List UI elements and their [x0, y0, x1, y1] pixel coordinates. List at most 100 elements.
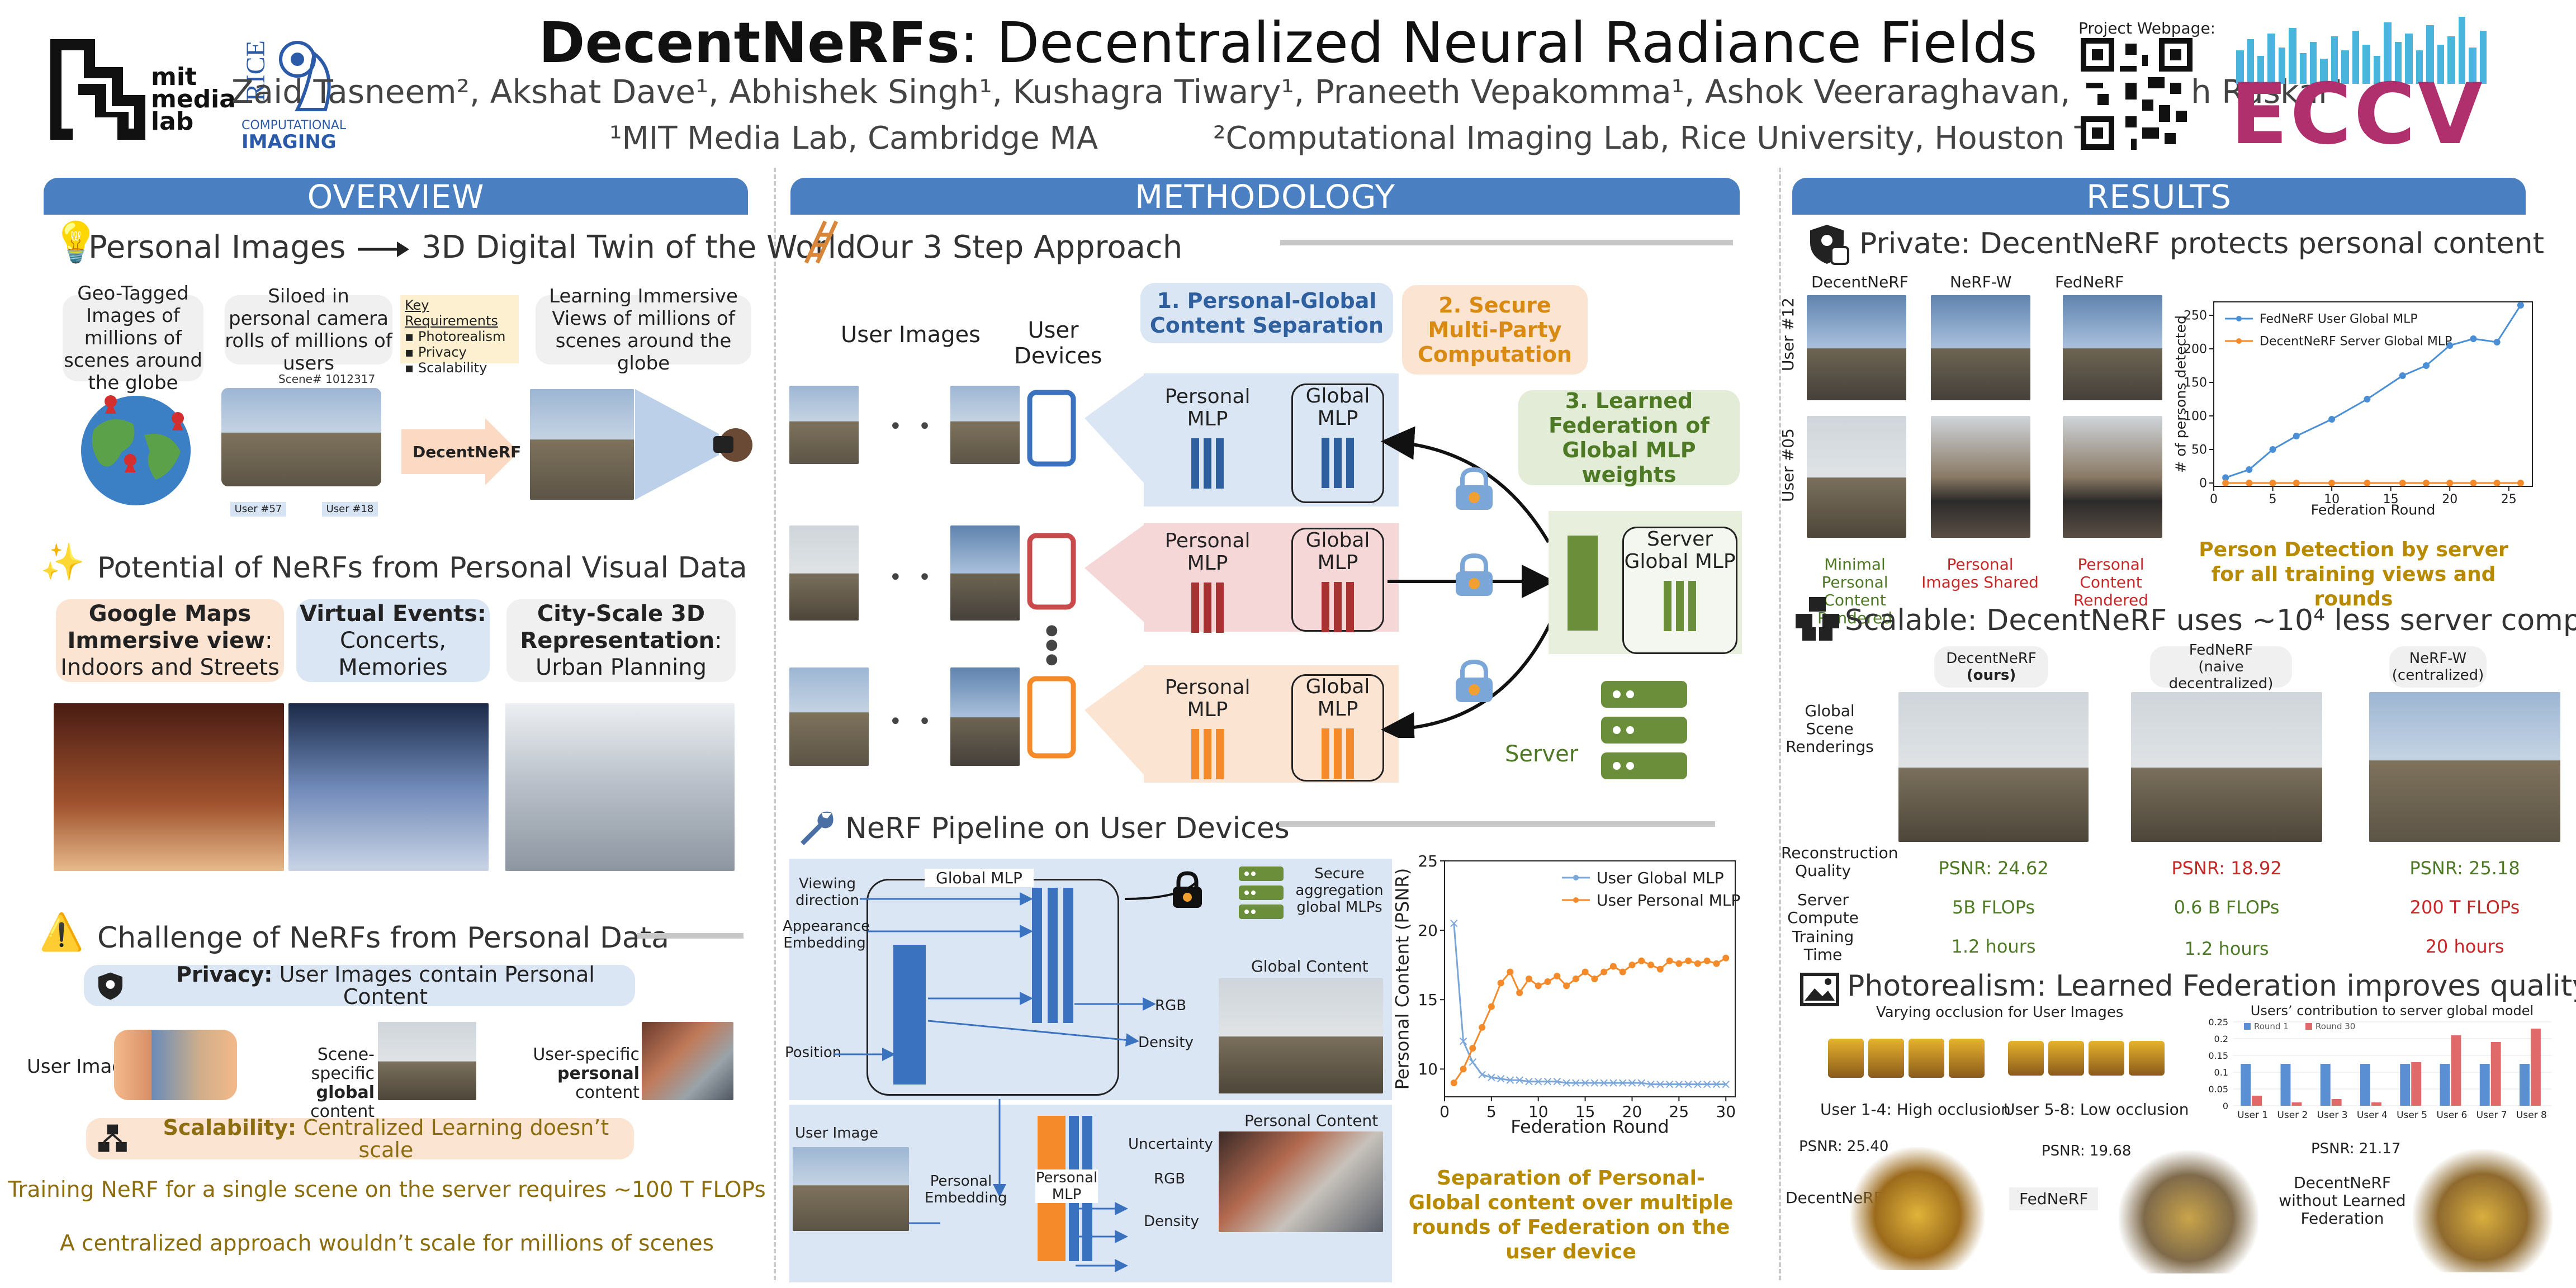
phone-icon [1027, 676, 1076, 759]
decentnerf-arrow-label: DecentNeRF [413, 443, 522, 461]
eccv-logo-text: ECCV [2231, 66, 2485, 163]
chart-contribution-svg: Users’ contribution to server global mod… [2208, 1003, 2551, 1121]
user-image-phone [114, 1030, 237, 1100]
high-occlusion-label: User 1-4: High occlusion [1820, 1100, 2011, 1119]
bar [2490, 1042, 2501, 1106]
plot-frame [2213, 301, 2533, 487]
step-2-label: 2. Secure Multi-Party Computation [1402, 285, 1588, 375]
y-tick-label: 10 [1418, 1060, 1438, 1078]
column-divider [774, 168, 776, 1280]
col-fednerf: FedNeRF [2055, 273, 2124, 291]
data-point [2493, 480, 2501, 486]
y-axis-label: # of persons detected [2172, 315, 2189, 473]
personal-mlp-red: Personal MLP [1157, 530, 1258, 633]
bar [2451, 1035, 2461, 1106]
global-content-render [1219, 978, 1383, 1093]
render-nerfw [2369, 692, 2560, 842]
bar [2331, 1099, 2342, 1106]
privacy-box: Privacy: User Images contain Personal Co… [84, 963, 635, 1008]
y-tick-label: 200 [2184, 343, 2207, 357]
data-point [1656, 1080, 1664, 1088]
data-point [1628, 962, 1636, 969]
x-axis-label: Federation Round [1510, 1116, 1669, 1137]
data-point [1638, 957, 1645, 964]
data-point [1488, 1073, 1495, 1081]
series-line-1 [2225, 305, 2522, 479]
y-tick-label: 0 [2199, 477, 2207, 491]
x-tick-label: 5 [2269, 493, 2277, 506]
high-occlusion-thumbs [1828, 1027, 1985, 1089]
data-point [1685, 957, 1692, 964]
rice-logo: RICE COMPUTATIONAL IMAGING [240, 35, 358, 153]
user-image-row3-a [789, 667, 869, 766]
scalability-note-1: Training NeRF for a single scene on the … [8, 1177, 766, 1202]
data-point [1553, 1077, 1561, 1086]
data-point [1684, 1080, 1692, 1088]
y-tick-label: 20 [1418, 921, 1438, 940]
bar [2241, 1064, 2251, 1106]
decentnerf-arrow-icon [401, 418, 519, 485]
cubes-icon [1796, 597, 1839, 641]
phone-icon [1027, 390, 1076, 467]
x-tick-label: 20 [1622, 1102, 1642, 1121]
rgb-2-label: RGB [1154, 1171, 1186, 1187]
data-point [2446, 480, 2454, 486]
server-global-mlp: Server Global MLP [1622, 527, 1737, 654]
ellipsis: • • • [889, 565, 965, 590]
warning-icon: ⚠️ [39, 912, 84, 953]
data-point [1497, 979, 1504, 987]
legend-label: Round 1 [2254, 1021, 2289, 1031]
legend-marker [1573, 897, 1579, 903]
global-layer-bar [1032, 888, 1042, 1023]
chart-user-contribution: Users’ contribution to server global mod… [2194, 1003, 2557, 1131]
data-point [2470, 335, 2477, 342]
section-header-overview: OVERVIEW [44, 178, 748, 216]
private-heading: Private: DecentNeRF protects personal co… [1859, 227, 2544, 261]
user-57-tag: User #57 [230, 502, 286, 517]
bar [2280, 1064, 2291, 1106]
result-fednerf-user05 [2063, 416, 2162, 538]
affiliation-2: ²Computational Imaging Lab, Rice Univers… [1213, 120, 2115, 157]
caption-shared: Personal Images Shared [1921, 555, 2039, 591]
globe-icon [81, 395, 191, 505]
x-tick-label: User 1 [2237, 1110, 2268, 1121]
user-images-label: User Images [841, 322, 981, 348]
data-point [1712, 1080, 1721, 1088]
qr-code-icon[interactable] [2081, 38, 2193, 150]
data-point [2222, 480, 2229, 486]
x-tick-label: User 3 [2317, 1110, 2348, 1121]
data-point [1619, 1079, 1627, 1087]
data-point [1506, 1076, 1514, 1084]
data-point [1525, 1077, 1533, 1086]
data-point [2246, 466, 2253, 473]
label-c: DecentNeRF without Learned Federation [2279, 1173, 2406, 1228]
bar [2320, 1064, 2331, 1106]
data-point [1581, 1079, 1589, 1087]
speech-wedge [1085, 665, 1146, 777]
data-point [2293, 433, 2300, 439]
data-point [1469, 1045, 1476, 1052]
x-tick-label: User 8 [2516, 1110, 2547, 1121]
result-nerfw-user12 [1931, 295, 2030, 400]
bar [2520, 1064, 2530, 1106]
data-point [1488, 1003, 1495, 1010]
data-point [2328, 416, 2336, 423]
x-tick-label: 30 [1716, 1102, 1736, 1121]
data-point [1609, 1079, 1617, 1087]
lock-icon [1456, 553, 1493, 596]
data-point [1665, 1080, 1674, 1088]
section-header-methodology: METHODOLOGY [790, 178, 1740, 216]
secure-aggregation-label: Secure aggregation global MLPs [1295, 865, 1384, 916]
steps-heading: Our 3 Step Approach [855, 229, 1183, 266]
potential-virtual-events: Virtual Events:Concerts, Memories [296, 599, 490, 682]
low-occlusion-label: User 5-8: Low occlusion [2004, 1100, 2189, 1119]
user-image-row1-a [789, 386, 859, 464]
potential-google-maps: Google Maps Immersive view: Indoors and … [56, 599, 284, 682]
y-tick-label: 0.05 [2208, 1084, 2228, 1095]
column-divider [1779, 168, 1781, 1280]
x-tick-label: 20 [2442, 493, 2457, 506]
heading-rule [1280, 240, 1733, 245]
x-tick-label: User 2 [2277, 1110, 2308, 1121]
